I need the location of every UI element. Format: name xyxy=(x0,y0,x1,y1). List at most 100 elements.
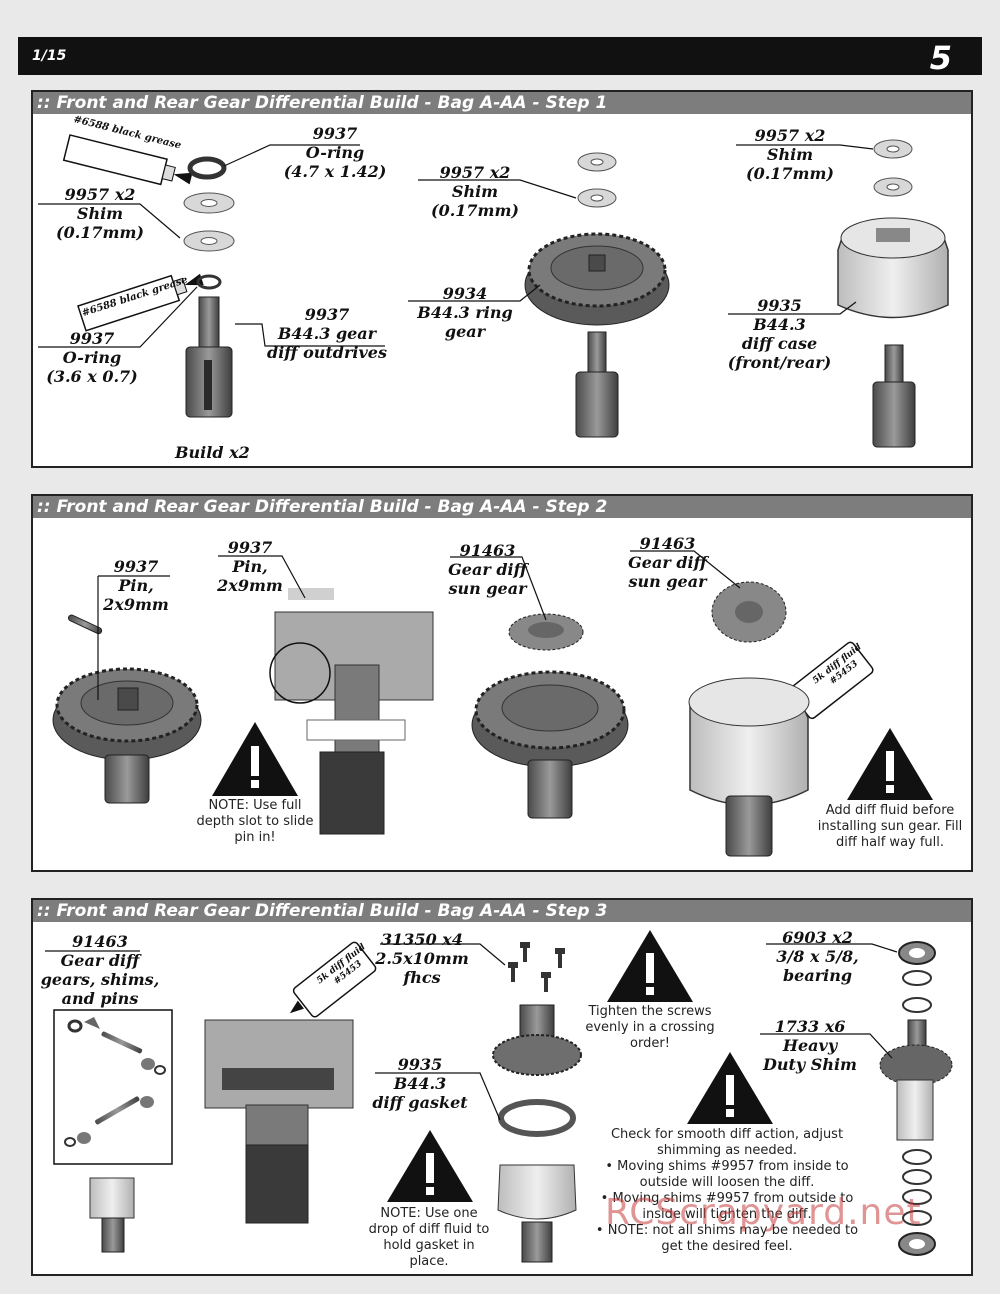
part-name: gears, shims, xyxy=(40,970,160,989)
part-size: 2x9mm xyxy=(217,576,283,595)
quantity-badge: x6 xyxy=(824,1017,846,1036)
part-name: O-ring xyxy=(305,143,365,162)
part-number: 91463 xyxy=(72,932,128,951)
warning-icon xyxy=(387,1130,473,1202)
part-number: 9937 xyxy=(113,557,159,576)
part-name: (front/rear) xyxy=(727,353,832,372)
part-number: 91463 xyxy=(459,541,516,560)
part-name: Heavy xyxy=(782,1036,838,1055)
step-2-title: :: Front and Rear Gear Differential Buil… xyxy=(33,496,971,518)
part-number: 1733 xyxy=(774,1017,820,1036)
diff-assembly-icon xyxy=(89,1177,135,1253)
part-name: Pin, xyxy=(232,557,268,576)
quantity-badge: x4 xyxy=(442,930,463,949)
diff-cross-section-icon xyxy=(269,588,434,835)
part-name: diff gasket xyxy=(372,1093,468,1112)
label-screws: 31350 x4 2.5x10mm fhcs xyxy=(372,930,472,987)
part-number: 9957 xyxy=(439,163,485,182)
part-number: 9937 xyxy=(69,329,115,348)
check-bullet-text: NOTE: not all shims may be needed to get… xyxy=(607,1223,859,1254)
sun-gear-icon xyxy=(711,581,787,643)
part-name: Shim xyxy=(76,204,124,223)
label-shim-left: 9957 x2 Shim (0.17mm) xyxy=(40,185,160,242)
part-name: diff case xyxy=(741,334,818,353)
note-add-fluid: Add diff fluid before installing sun gea… xyxy=(817,803,963,850)
diff-case-icon xyxy=(688,677,810,857)
part-size: (0.17mm) xyxy=(431,201,519,220)
part-number: 6903 xyxy=(782,928,827,947)
step-1-panel: :: Front and Rear Gear Differential Buil… xyxy=(31,90,973,468)
label-shim-mid: 9957 x2 Shim (0.17mm) xyxy=(420,163,530,220)
check-bullet-3: • NOTE: not all shims may be needed to g… xyxy=(595,1223,859,1254)
page-number: 5 xyxy=(929,39,952,77)
part-number: 9935 xyxy=(757,296,802,315)
diff-cross-section-icon xyxy=(204,1019,354,1224)
check-bullet-2: • Moving shims #9957 from outside to ins… xyxy=(600,1191,854,1222)
part-name: O-ring xyxy=(62,348,122,367)
part-number: 91463 xyxy=(639,534,696,553)
part-number: 9957 xyxy=(64,185,110,204)
step-3-panel: :: Front and Rear Gear Differential Buil… xyxy=(31,898,973,1276)
part-size: (0.17mm) xyxy=(746,164,834,183)
outdrive-icon xyxy=(575,331,619,438)
part-name: B44.3 xyxy=(753,315,806,334)
warning-icon xyxy=(847,728,933,800)
part-number: 9937 xyxy=(227,538,273,557)
label-heavy-shim: 1733 x6 Heavy Duty Shim xyxy=(760,1017,860,1074)
part-size: (0.17mm) xyxy=(56,223,144,242)
part-number: 9937 xyxy=(312,124,358,143)
part-name: sun gear xyxy=(628,572,707,591)
quantity-badge: x2 xyxy=(832,928,853,947)
label-shim-right: 9957 x2 Shim (0.17mm) xyxy=(735,126,845,183)
part-name: Pin, xyxy=(118,576,154,595)
warning-icon xyxy=(607,930,693,1002)
revision-date: 1/15 xyxy=(32,48,67,64)
outdrive-icon xyxy=(185,296,233,418)
part-size: (3.6 x 0.7) xyxy=(46,367,138,386)
small-gears-icon xyxy=(64,1017,166,1147)
label-pin-a: 9937 Pin, 2x9mm xyxy=(96,557,176,614)
part-size: 2x9mm xyxy=(103,595,169,614)
step-3-title: :: Front and Rear Gear Differential Buil… xyxy=(33,900,971,922)
grease-tube-icon xyxy=(62,134,193,186)
part-name: fhcs xyxy=(403,968,441,987)
label-oring-large: 9937 O-ring (4.7 x 1.42) xyxy=(270,124,400,181)
quantity-badge: x2 xyxy=(114,185,136,204)
part-number: 9957 xyxy=(754,126,800,145)
o-ring-icon xyxy=(187,156,227,180)
part-name: Shim xyxy=(451,182,499,201)
label-bearing: 6903 x2 3/8 x 5/8, bearing xyxy=(765,928,870,985)
part-number: 9934 xyxy=(442,284,488,303)
part-name: 3/8 x 5/8, xyxy=(776,947,859,966)
check-bullet-text: Moving shims #9957 from inside to outsid… xyxy=(617,1159,849,1190)
part-name: Shim xyxy=(766,145,814,164)
part-name: gear xyxy=(444,322,486,341)
ring-gear-icon xyxy=(471,670,629,819)
quantity-badge: x2 xyxy=(489,163,511,182)
step-1-title: :: Front and Rear Gear Differential Buil… xyxy=(33,92,971,114)
part-name: bearing xyxy=(782,966,853,985)
watermark: RCScrapyard.net xyxy=(605,1192,922,1233)
label-gears-set: 91463 Gear diff gears, shims, and pins xyxy=(40,932,160,1008)
part-name: Duty Shim xyxy=(763,1055,857,1074)
part-number: 9935 xyxy=(397,1055,443,1074)
part-name: B44.3 ring xyxy=(417,303,513,322)
label-sun-gear-a: 91463 Gear diff sun gear xyxy=(440,541,535,598)
check-bullet-1: • Moving shims #9957 from inside to outs… xyxy=(605,1159,849,1190)
warning-icon xyxy=(212,722,298,796)
note-pin-slot: NOTE: Use full depth slot to slide pin i… xyxy=(196,798,314,845)
part-name: B44.3 gear xyxy=(277,324,377,343)
ring-gear-icon xyxy=(524,232,670,326)
grease-tube-icon xyxy=(77,273,204,332)
diff-side-icon xyxy=(879,941,953,1256)
note-tighten: Tighten the screws evenly in a crossing … xyxy=(585,1004,715,1051)
label-sun-gear-b: 91463 Gear diff sun gear xyxy=(620,534,715,591)
build-count: Build x2 xyxy=(175,443,250,462)
check-intro: Check for smooth diff action, adjust shi… xyxy=(610,1127,844,1158)
part-number: 31350 xyxy=(381,930,437,949)
pin-icon xyxy=(67,614,103,635)
ring-gear-icon xyxy=(52,667,202,804)
part-size: (4.7 x 1.42) xyxy=(283,162,387,181)
part-name: sun gear xyxy=(448,579,527,598)
